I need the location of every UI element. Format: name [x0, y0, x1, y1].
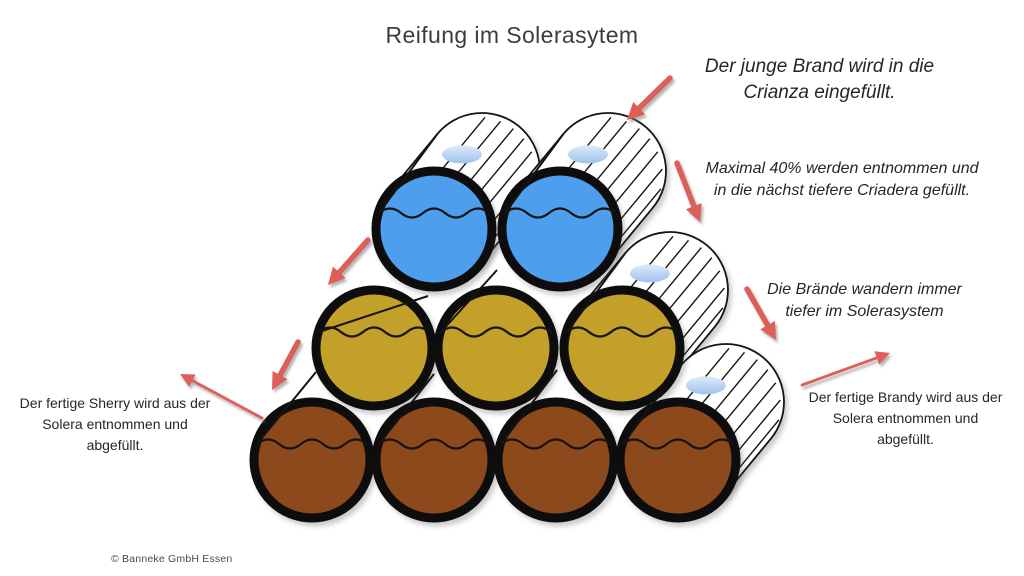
- annotation-line: Die Brände wandern immer: [767, 281, 962, 298]
- barrel-criadera-1: [311, 285, 437, 411]
- annotation-line: Der fertige Sherry wird aus der: [19, 395, 211, 411]
- bung-hole-icon: [685, 376, 726, 395]
- copyright-notice: © Banneke GmbH Essen: [111, 553, 233, 565]
- annotation-sherry: Der fertige Sherry wird aus der Solera e…: [10, 393, 220, 456]
- annotation-line: in die nächst tiefere Criadera gefüllt.: [713, 182, 971, 200]
- annotation-line: Solera entnommen und: [42, 416, 188, 432]
- annotation-line: tiefer im Solerasystem: [785, 303, 944, 321]
- barrel-crianza-left: [371, 133, 497, 292]
- arrow-fill-crianza: [627, 75, 673, 120]
- barrel-solera-1: [249, 371, 375, 523]
- annotation-line: Der fertige Brandy wird aus der: [808, 389, 1003, 405]
- arrow-to-criadera: [674, 160, 702, 222]
- arrow-sherry-out: [180, 374, 264, 420]
- bung-hole-icon: [567, 145, 608, 164]
- annotation-brandy: Der fertige Brandy wird aus der Solera e…: [798, 387, 1013, 450]
- annotation-line: Maximal 40% werden entnommen und: [705, 160, 979, 177]
- arrow-down-left-1: [328, 237, 371, 285]
- annotation-line: abgefüllt.: [877, 431, 934, 447]
- arrow-brandy-out: [800, 351, 890, 387]
- barrel-crianza-right: [497, 133, 623, 292]
- barrel-solera-3: [493, 369, 619, 523]
- bung-hole-icon: [441, 145, 482, 164]
- barrel-solera-4: [615, 389, 741, 523]
- annotation-wandern: Die Brände wandern immer tiefer im Soler…: [752, 279, 977, 323]
- barrel-criadera-3: [559, 252, 685, 411]
- annotation-crianza: Der junge Brand wird in die Crianza eing…: [672, 54, 967, 106]
- annotation-line: Der junge Brand wird in die: [704, 56, 935, 77]
- barrel-criadera-2: [433, 269, 559, 411]
- annotation-maximal-40: Maximal 40% werden entnommen und in die …: [692, 158, 992, 202]
- barrel-faces: [249, 133, 741, 523]
- annotation-line: abgefüllt.: [86, 437, 144, 453]
- flow-arrows: [180, 75, 890, 420]
- annotation-line: Solera entnommen und: [832, 410, 979, 426]
- arrow-to-solera: [744, 286, 776, 340]
- bung-hole-icon: [629, 264, 670, 283]
- arrow-down-left-2: [272, 339, 301, 390]
- annotation-line: Crianza eingefüllt.: [743, 82, 896, 104]
- barrel-solera-2: [371, 373, 497, 523]
- page-title: Reifung im Solerasytem: [385, 22, 639, 48]
